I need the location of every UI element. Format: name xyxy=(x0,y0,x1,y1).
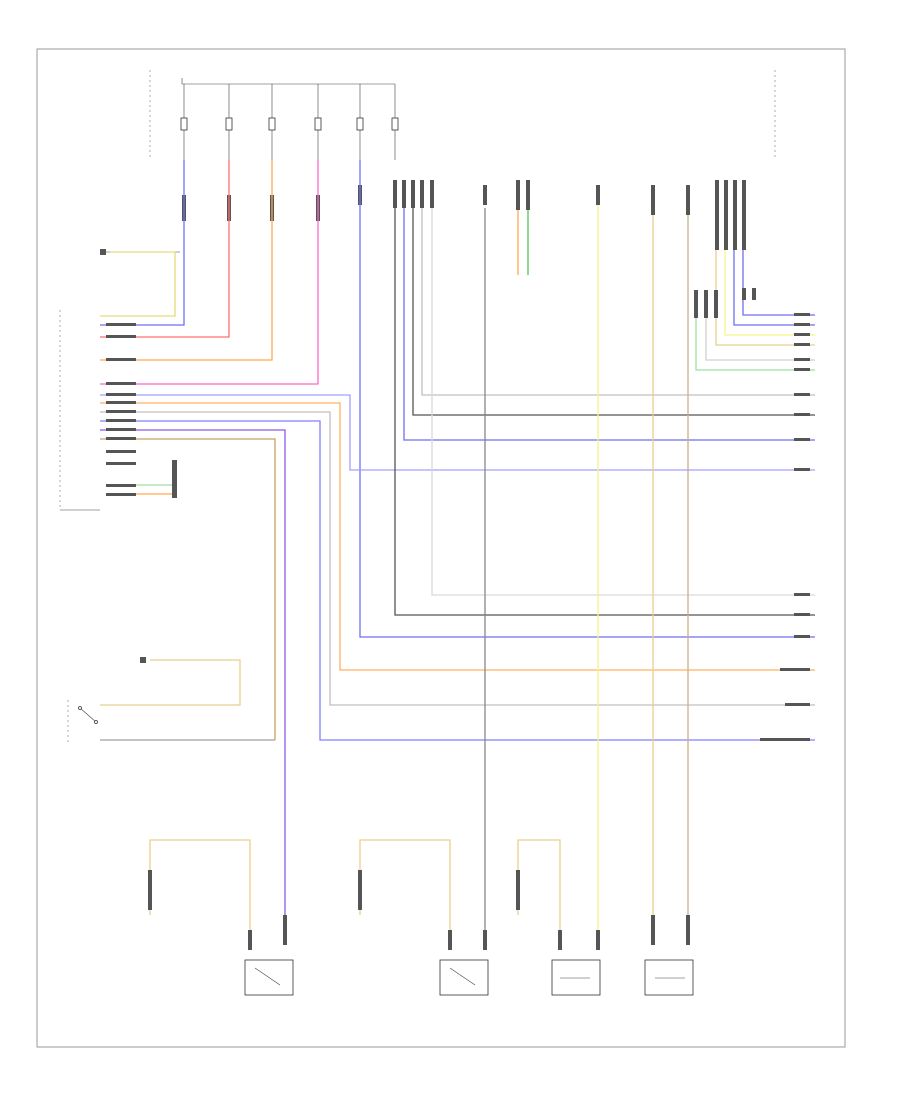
bottom-loop-3 xyxy=(516,839,561,945)
wire-lightgray-v5 xyxy=(431,208,815,596)
bottom-loop-1 xyxy=(148,839,251,945)
top-connector-pins xyxy=(182,180,746,250)
fuse-4 xyxy=(314,84,322,131)
wire-orange-h2 xyxy=(100,402,815,671)
wires xyxy=(100,160,815,945)
wire-blue-2 xyxy=(359,160,815,638)
fuse-2 xyxy=(225,84,233,131)
wire-gray-h3 xyxy=(100,411,815,706)
diagram-frame xyxy=(36,48,846,1048)
wire-tan-h6 xyxy=(100,438,276,740)
switch-box-3 xyxy=(551,930,601,996)
switch-box-1 xyxy=(244,915,294,996)
fuse-6 xyxy=(391,84,399,131)
wire-yellow-1 xyxy=(100,251,176,317)
branch-connector xyxy=(172,460,177,498)
wire-blue-r2 xyxy=(733,250,815,326)
fuse-box xyxy=(149,70,395,160)
wire-green-r6 xyxy=(695,300,815,371)
wire-tan-r4 xyxy=(715,250,815,346)
right-terminals xyxy=(760,313,810,741)
wire-purple-h5 xyxy=(100,429,286,930)
wire-yellow-r3 xyxy=(724,250,815,336)
wire-darkgray-v1 xyxy=(394,208,815,616)
switch-box-4 xyxy=(644,915,694,996)
bottom-loop-2 xyxy=(358,839,451,945)
module-pin-markers xyxy=(106,323,136,496)
wire-gray-r5 xyxy=(705,300,815,361)
wire-blue-v2 xyxy=(403,208,815,441)
fuse-3 xyxy=(268,84,276,131)
wire-blue-r1 xyxy=(742,250,815,316)
connector-right-top xyxy=(694,288,756,318)
fuse-5 xyxy=(356,84,364,131)
wire-orange-1 xyxy=(100,160,273,361)
control-module-left xyxy=(59,249,180,511)
wire-blue-h4 xyxy=(100,420,815,741)
wire-gray-v4 xyxy=(421,208,815,396)
wire-lightblue-h1 xyxy=(100,394,815,471)
wire-darkgray-v3 xyxy=(412,208,815,416)
wire-pink-1 xyxy=(100,160,319,385)
wire-red-1 xyxy=(100,160,230,338)
fuse-1 xyxy=(180,84,188,131)
side-switch xyxy=(67,657,275,745)
wire-blue-1 xyxy=(100,160,185,326)
switch-box-2 xyxy=(439,930,489,996)
